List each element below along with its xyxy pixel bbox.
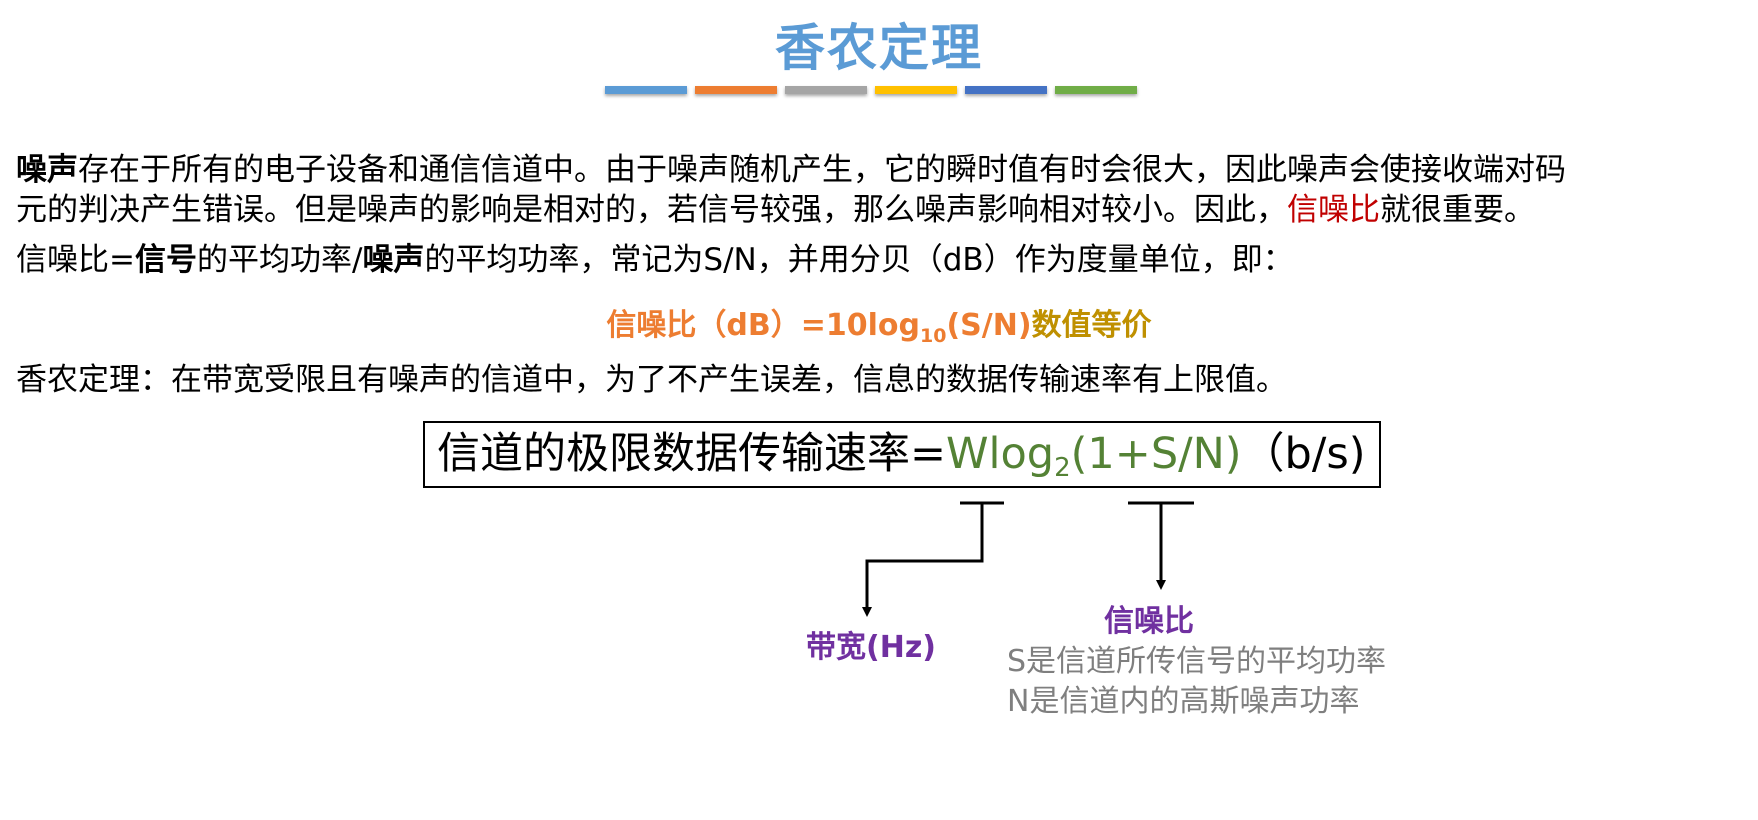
noise-text-1: 存在于所有的电子设备和通信信道中。由于噪声随机产生，它的瞬时值有时会很大，因此噪… xyxy=(78,152,1566,188)
noise-bold-lead: 噪声 xyxy=(16,152,78,188)
channel-capacity-formula: 信道的极限数据传输速率=Wlog2(1+S/N)（b/s) xyxy=(423,421,1381,488)
capacity-unit: （b/s) xyxy=(1241,429,1366,479)
capacity-snr-term: (1+S/N) xyxy=(1070,429,1242,479)
color-bar-3 xyxy=(785,86,867,94)
snr-db-log-base: 10 xyxy=(920,325,947,347)
noise-paragraph: 噪声存在于所有的电子设备和通信信道中。由于噪声随机产生，它的瞬时值有时会很大，因… xyxy=(16,150,1736,230)
snr-highlight: 信噪比 xyxy=(1287,192,1380,228)
snr-db-main: 信噪比（dB）=10log xyxy=(606,308,921,343)
shannon-theorem-statement: 香农定理：在带宽受限且有噪声的信道中，为了不产生误差，信息的数据传输速率有上限值… xyxy=(16,362,1287,398)
capacity-log-base: 2 xyxy=(1054,453,1071,483)
bandwidth-label: 带宽(Hz) xyxy=(806,630,936,665)
snr-db-ratio: (S/N) xyxy=(946,308,1032,343)
page-title: 香农定理 xyxy=(775,19,983,77)
color-bar-1 xyxy=(605,86,687,94)
snr-label: 信噪比 xyxy=(1104,604,1194,639)
capacity-lhs: 信道的极限数据传输速率= xyxy=(437,429,947,479)
noise-text-3: 就很重要。 xyxy=(1380,192,1535,228)
snr-pointer xyxy=(1128,501,1194,590)
color-bar-5 xyxy=(965,86,1047,94)
snr-db-formula: 信噪比（dB）=10log10(S/N)数值等价 xyxy=(0,300,1758,347)
color-bar-4 xyxy=(875,86,957,94)
noise-power-note: N是信道内的高斯噪声功率 xyxy=(1007,684,1360,719)
snr-def-text-3: 的平均功率，常记为S/N，并用分贝（dB）作为度量单位，即： xyxy=(424,242,1294,278)
signal-power-note: S是信道所传信号的平均功率 xyxy=(1007,644,1387,679)
noise-text-2: 元的判决产生错误。但是噪声的影响是相对的，若信号较强，那么噪声影响相对较小。因此… xyxy=(16,192,1287,228)
title-color-bars xyxy=(605,86,1137,94)
color-bar-2 xyxy=(695,86,777,94)
capacity-bandwidth-term: Wlog xyxy=(946,429,1055,479)
snr-def-signal: 信号 xyxy=(134,242,197,278)
snr-def-noise: 噪声 xyxy=(362,242,425,278)
snr-db-suffix: 数值等价 xyxy=(1031,308,1152,343)
color-bar-6 xyxy=(1055,86,1137,94)
snr-definition: 信噪比=信号的平均功率/噪声的平均功率，常记为S/N，并用分贝（dB）作为度量单… xyxy=(16,240,1736,280)
bandwidth-pointer xyxy=(862,501,1004,617)
snr-def-text-2: 的平均功率/ xyxy=(196,242,363,278)
snr-def-text-1: 信噪比= xyxy=(16,242,135,278)
